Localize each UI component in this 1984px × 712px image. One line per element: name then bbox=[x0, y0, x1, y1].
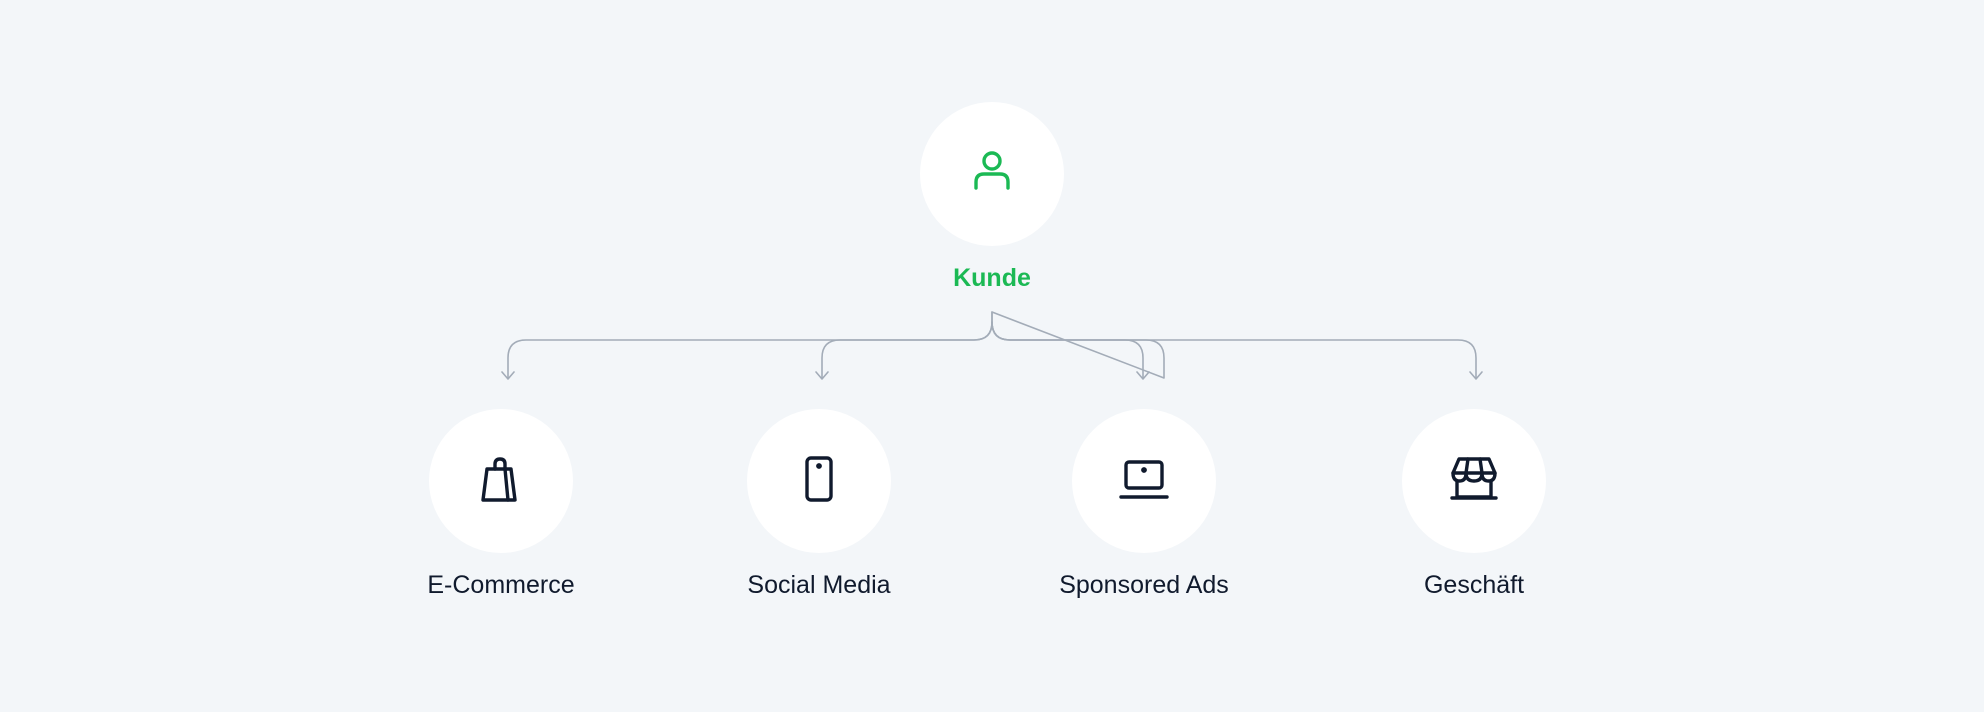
arrow-head-geschaeft bbox=[1469, 371, 1483, 380]
arrow-head-social-media bbox=[815, 371, 829, 380]
connector-to-geschaeft bbox=[991, 321, 1477, 379]
arrow-head-sponsored-ads bbox=[1136, 371, 1150, 380]
child-node-circle bbox=[1402, 409, 1546, 553]
child-node-circle bbox=[747, 409, 891, 553]
child-node-label: E-Commerce bbox=[427, 571, 575, 599]
smartphone-icon bbox=[794, 454, 844, 509]
child-node-e-commerce: E-Commerce bbox=[381, 409, 621, 600]
root-node-label: Kunde bbox=[953, 264, 1031, 292]
connector-to-sponsored-ads bbox=[991, 321, 1144, 379]
child-node-circle bbox=[1072, 409, 1216, 553]
child-node-label: Geschäft bbox=[1423, 571, 1525, 599]
laptop-icon bbox=[1119, 454, 1169, 509]
connector-to-e-commerce bbox=[507, 321, 993, 379]
store-icon bbox=[1449, 454, 1499, 509]
root-node-circle bbox=[920, 102, 1064, 246]
connector-root-split bbox=[821, 311, 993, 379]
child-node-label: Social Media bbox=[747, 571, 891, 599]
user-icon bbox=[967, 147, 1017, 202]
child-node-geschaeft: Geschäft bbox=[1354, 409, 1594, 600]
arrow-head-e-commerce bbox=[501, 371, 515, 380]
child-node-sponsored-ads: Sponsored Ads bbox=[1024, 409, 1264, 600]
child-node-label: Sponsored Ads bbox=[1059, 571, 1229, 599]
root-node-kunde: Kunde bbox=[872, 102, 1112, 293]
child-node-social-media: Social Media bbox=[699, 409, 939, 600]
shopping-bag-icon bbox=[476, 454, 526, 509]
child-node-circle bbox=[429, 409, 573, 553]
